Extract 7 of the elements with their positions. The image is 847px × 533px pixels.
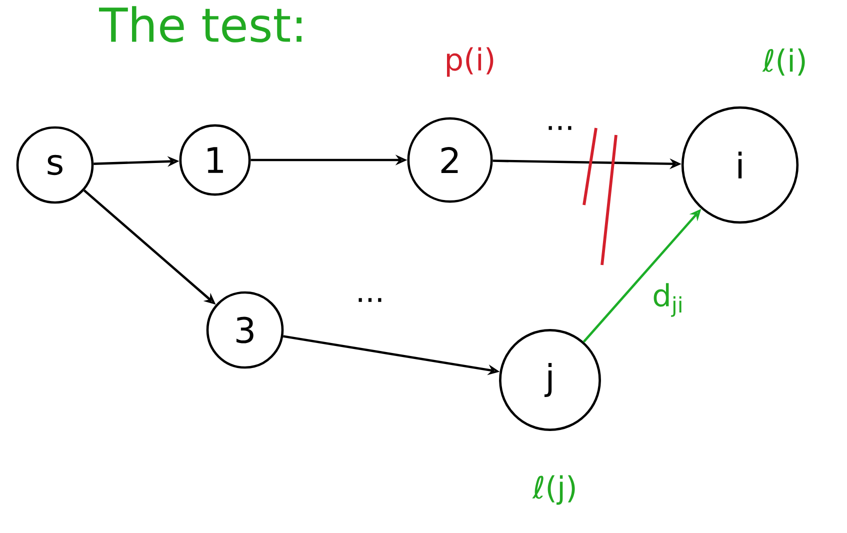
node-annotation: p(i) — [447, 47, 494, 77]
edge-label: ... — [358, 298, 382, 302]
node-annotation: ℓ(i) — [762, 48, 805, 76]
edge-label: d$_{ji}$ — [654, 283, 682, 317]
edge-label: ... — [548, 126, 572, 130]
node-annotation: ℓ(j) — [532, 475, 575, 505]
title: The test: — [99, 6, 302, 42]
